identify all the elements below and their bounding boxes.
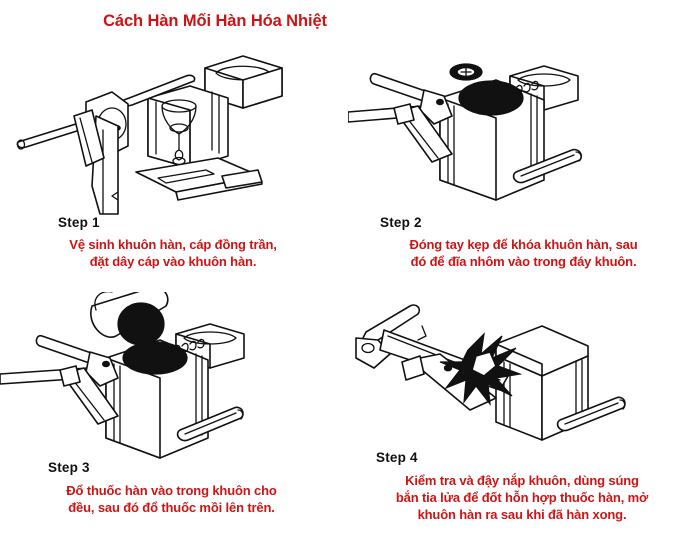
clamp-handle-closed (0, 334, 119, 425)
figure-closed-mold-with-aluminium-disc (348, 46, 695, 216)
ignition-spark (439, 332, 523, 407)
weld-powder-container (90, 292, 169, 346)
step-label-4: Step 4 (376, 450, 418, 465)
mold-lock-teeth (507, 80, 539, 97)
copper-cable-right (556, 396, 626, 432)
figure-igniting-mold-with-flint-gun (348, 292, 695, 462)
cleaning-brush-tool (135, 157, 263, 201)
step-label-1: Step 1 (58, 215, 100, 230)
closed-mold-block (439, 79, 545, 201)
step-label-3: Step 3 (48, 460, 90, 475)
step-caption-4-line1: Kiểm tra và đậy nắp khuôn, dùng súng (405, 473, 639, 488)
figure-open-mold-with-cleaning-tool (0, 46, 347, 216)
mold-lock-teeth (173, 338, 205, 355)
step-caption-2-line2: đó để đĩa nhôm vào trong đáy khuôn. (410, 254, 637, 269)
copper-cable-right (512, 148, 583, 184)
step-caption-4-line2: bắn tia lửa để đốt hỗn hợp thuốc hàn, mở (395, 490, 649, 505)
step-caption-3: Đổ thuốc hàn vào trong khuôn cho đều, sa… (4, 482, 339, 516)
step-panel-3: Step 3 Đổ thuốc hàn vào trong khuôn cho … (0, 292, 347, 542)
step-caption-1-line1: Vệ sinh khuôn hàn, cáp đồng trần, (69, 237, 277, 252)
clamp-handle (73, 91, 129, 215)
step-caption-3-line1: Đổ thuốc hàn vào trong khuôn cho (66, 483, 277, 498)
step-caption-4: Kiểm tra và đậy nắp khuôn, dùng súng bắn… (352, 472, 692, 523)
closed-mold-block (105, 339, 209, 459)
step-caption-1-line2: đặt dây cáp vào khuôn hàn. (89, 254, 257, 269)
step-panel-2: Step 2 Đóng tay kẹp để khóa khuôn hàn, s… (348, 46, 695, 296)
step-caption-1: Vệ sinh khuôn hàn, cáp đồng trần, đặt dâ… (8, 236, 338, 270)
step-label-2: Step 2 (380, 215, 422, 230)
step-panel-1: Step 1 Vệ sinh khuôn hàn, cáp đồng trần,… (0, 46, 347, 296)
step-caption-3-line2: đều, sau đó đổ thuốc mồi lên trên. (68, 500, 275, 515)
aluminium-disc (449, 63, 483, 81)
page-title: Cách Hàn Mối Hàn Hóa Nhiệt (103, 12, 327, 30)
mold-half-left (147, 85, 229, 169)
figure-pouring-weld-powder-into-mold (0, 292, 347, 462)
clamp-handle-closed (348, 72, 453, 163)
step-panel-4: Step 4 Kiểm tra và đậy nắp khuôn, dùng s… (348, 292, 695, 542)
step-caption-4-line3: khuôn hàn ra sau khi đã hàn xong. (417, 507, 627, 522)
step-caption-2-line1: Đóng tay kẹp để khóa khuôn hàn, sau (409, 237, 638, 252)
step-caption-2: Đóng tay kẹp để khóa khuôn hàn, sau đó đ… (356, 236, 691, 270)
copper-cable-right (176, 406, 244, 442)
